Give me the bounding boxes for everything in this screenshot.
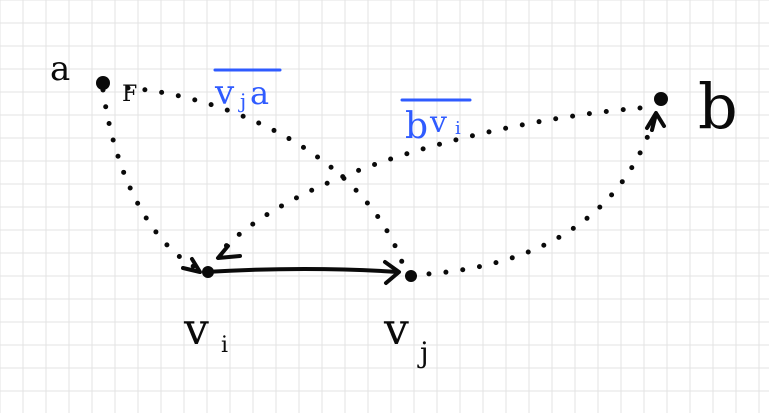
path-a-to-vj [125, 85, 405, 265]
blue-label-bvi: b v i [400, 98, 472, 147]
label-vj-main: v [383, 304, 409, 355]
label-b: b [698, 70, 738, 143]
label-a: a [50, 49, 70, 89]
label-vi: v i [183, 304, 228, 358]
path-vj-to-b [409, 122, 655, 278]
node-vi [202, 266, 214, 278]
blue-vja-tail: a [250, 74, 269, 112]
blue-bvi-main: v [429, 105, 447, 140]
label-vj-sub: j [417, 336, 429, 369]
blue-label-vja: v j a [213, 68, 282, 113]
label-vi-sub: i [221, 333, 228, 358]
blue-vja-main: v [214, 73, 235, 113]
label-vj: v j [383, 304, 429, 369]
arrowhead-vj-icon [383, 260, 401, 285]
blue-vja-sub: j [238, 89, 246, 113]
edge-vi-to-vj [203, 260, 401, 285]
blue-bvi-sub: i [455, 118, 461, 139]
node-vj [405, 270, 417, 282]
arrowhead-vi-from-a-icon [181, 257, 202, 274]
node-a [96, 76, 110, 90]
path-a-to-vi [100, 87, 203, 273]
arrowhead-b-icon [645, 111, 666, 132]
node-b [654, 92, 668, 106]
label-f: F [122, 82, 137, 107]
arrowhead-vi-from-b-icon [216, 244, 242, 260]
label-vi-main: v [183, 304, 209, 355]
blue-bvi-head: b [405, 106, 428, 147]
path-b-to-vi [219, 105, 643, 253]
